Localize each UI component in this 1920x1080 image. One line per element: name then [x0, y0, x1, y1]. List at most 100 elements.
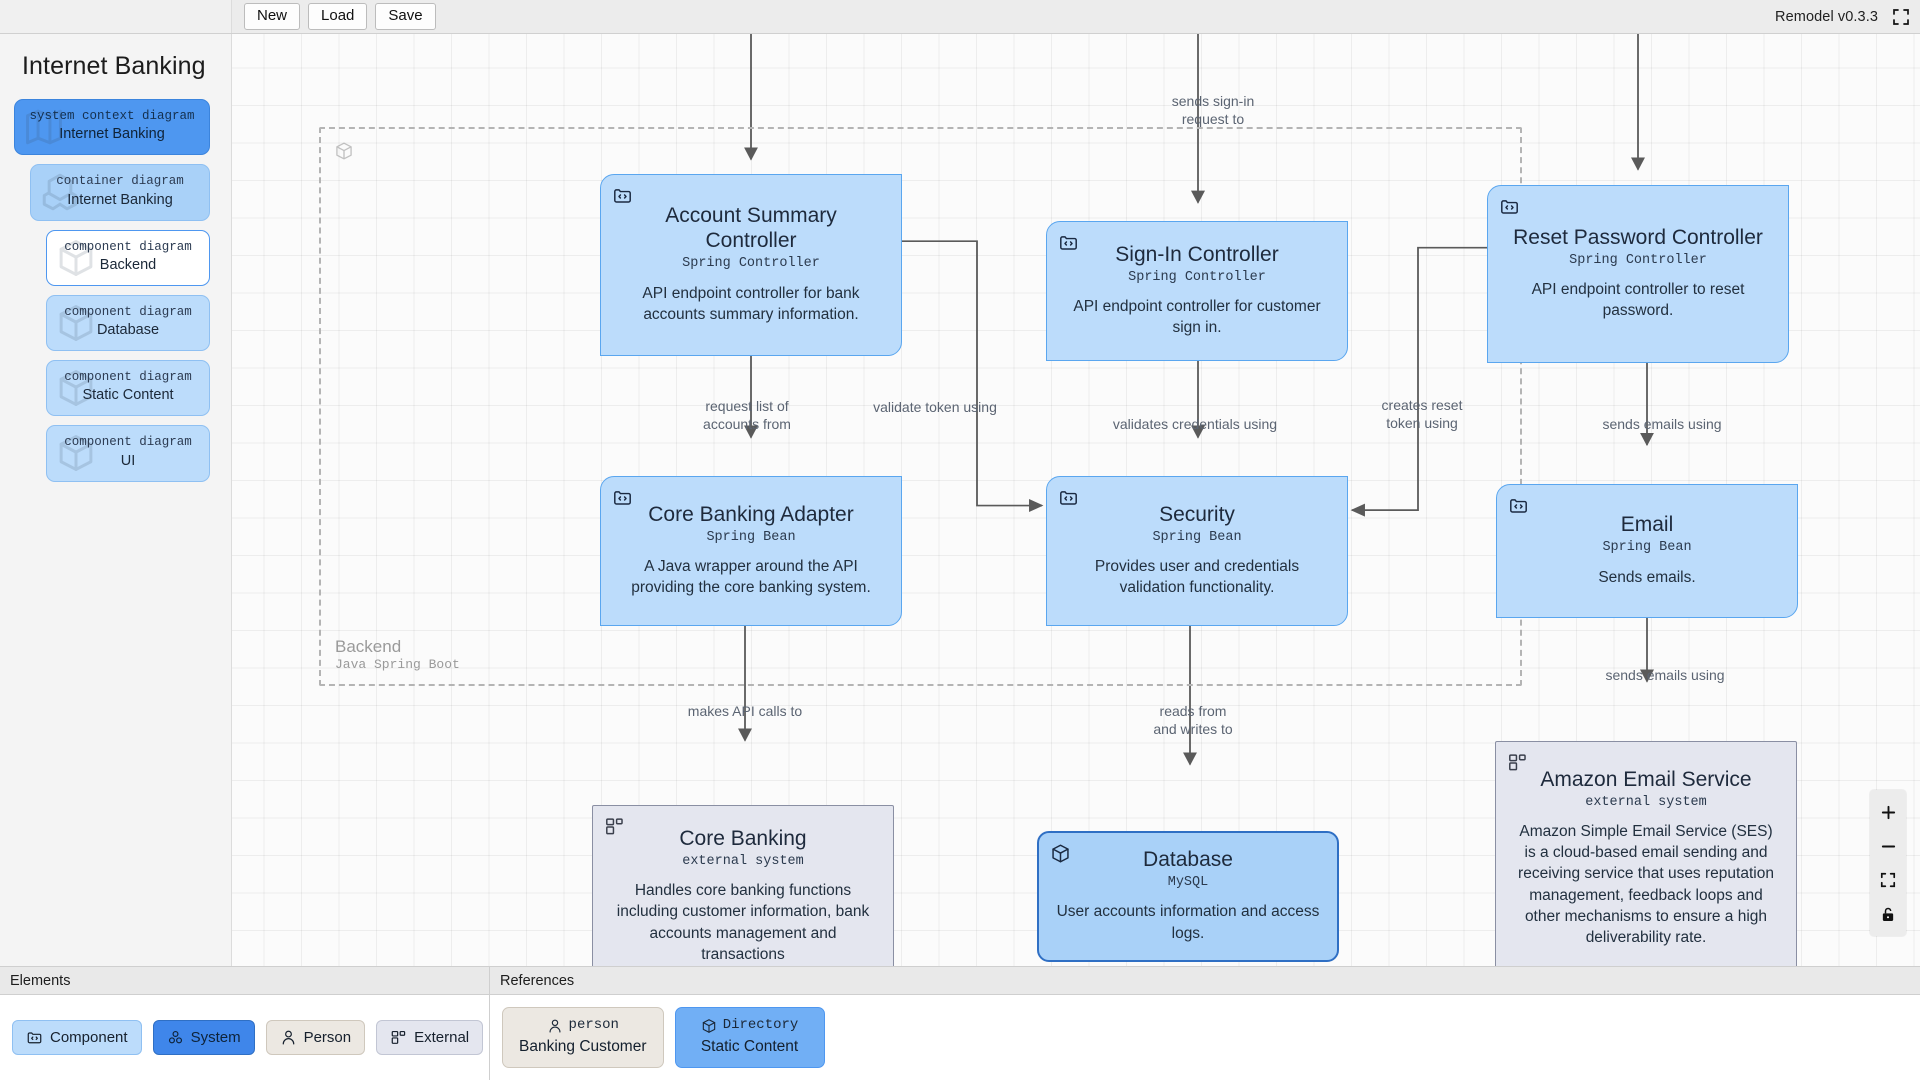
sidebar-item-kind: component diagram — [64, 370, 192, 385]
node-title: Security — [1159, 502, 1235, 526]
reference-chip-kind: person — [568, 1017, 619, 1034]
new-button[interactable]: New — [244, 3, 301, 30]
element-chip-label: External — [414, 1029, 470, 1046]
node-technology: Spring Controller — [1569, 252, 1707, 268]
top-toolbar: New Load Save Remodel v0.3.3 — [0, 0, 1920, 34]
node-description: Sends emails. — [1598, 568, 1696, 586]
sidebar-item-label: Database — [96, 322, 160, 339]
component-icon — [26, 1029, 43, 1046]
reference-chip-name: Banking Customer — [519, 1038, 647, 1056]
sidebar-item-kind: system context diagram — [29, 109, 195, 123]
cube-icon — [701, 1018, 717, 1034]
sidebar-item-kind: container diagram — [56, 174, 184, 189]
zoom-controls — [1870, 790, 1906, 936]
sidebar-item-label: Internet Banking — [59, 126, 165, 143]
element-chip-component[interactable]: Component — [12, 1020, 142, 1055]
node-technology: MySQL — [1167, 875, 1209, 891]
sidebar-item-label: Internet Banking — [67, 191, 173, 208]
element-chip-system[interactable]: System — [152, 1020, 255, 1055]
node-description: User accounts information and access log… — [1056, 903, 1320, 942]
system-icon — [167, 1029, 184, 1046]
node-technology: Spring Bean — [1152, 529, 1242, 545]
load-button[interactable]: Load — [308, 3, 368, 30]
node-description: API endpoint controller for bank account… — [642, 284, 860, 323]
save-button[interactable]: Save — [375, 3, 436, 30]
element-chip-person[interactable]: Person — [265, 1020, 366, 1055]
element-chip-label: Component — [50, 1029, 128, 1046]
zoom-in-button[interactable] — [1871, 796, 1905, 828]
sidebar-item-label: Backend — [99, 256, 157, 273]
node-technology: Spring Bean — [706, 529, 796, 545]
cube-icon — [1050, 843, 1071, 864]
node-title: Reset Password Controller — [1513, 225, 1763, 249]
lock-icon-button[interactable] — [1871, 898, 1905, 930]
app-version-label: Remodel v0.3.3 — [1775, 8, 1878, 25]
node-description: A Java wrapper around the API providing … — [631, 557, 871, 597]
node-description: API endpoint controller for customer sig… — [1073, 297, 1321, 337]
component-icon — [1508, 495, 1529, 516]
node-technology: Spring Bean — [1602, 540, 1692, 556]
component-icon — [1058, 487, 1079, 508]
node-title: Core Banking Adapter — [648, 502, 854, 526]
component-icon — [1499, 196, 1520, 217]
sidebar-item-kind: component diagram — [64, 304, 192, 319]
component-icon — [612, 487, 633, 508]
node-technology: external system — [682, 854, 804, 870]
element-chip-external[interactable]: External — [376, 1020, 484, 1055]
sidebar-title: Internet Banking — [22, 52, 206, 80]
node-title: Email — [1620, 513, 1674, 537]
component-icon — [1058, 232, 1079, 253]
fullscreen-icon[interactable] — [1892, 8, 1910, 26]
person-icon — [547, 1018, 563, 1034]
node-technology: Spring Controller — [682, 256, 820, 272]
node-description: Provides user and credentials validation… — [1094, 557, 1300, 597]
toolbar-buttons: New Load Save — [244, 3, 436, 30]
person-icon — [280, 1029, 297, 1046]
external-icon — [604, 816, 625, 837]
sidebar-item-kind: component diagram — [64, 239, 192, 254]
toolbar-right: Remodel v0.3.3 — [1775, 8, 1910, 26]
element-chip-label: System — [190, 1029, 241, 1046]
sidebar-item-label: Static Content — [82, 387, 174, 404]
external-icon — [1507, 752, 1528, 773]
toolbar-sidebar-spacer — [0, 0, 232, 33]
sidebar-item-label: UI — [120, 452, 136, 469]
node-description: Amazon Simple Email Service (SES) is a c… — [1518, 823, 1774, 947]
element-chip-label: Person — [303, 1029, 352, 1046]
node-technology: external system — [1585, 794, 1707, 810]
node-description: Handles core banking functions including… — [616, 882, 870, 963]
zoom-out-button[interactable] — [1871, 830, 1905, 862]
zoom-fit-button[interactable] — [1871, 864, 1905, 896]
node-title: Sign-In Controller — [1115, 242, 1279, 266]
references-panel-header: References — [490, 967, 1920, 995]
node-title: Database — [1143, 848, 1233, 872]
diagram-canvas[interactable]: Backend Java Spring Boot Account Summary… — [232, 34, 1920, 966]
component-icon — [612, 185, 633, 206]
elements-panel-body: Component System Person External — [0, 995, 489, 1080]
node-title: Core Banking — [679, 826, 807, 850]
node-description: API endpoint controller to reset passwor… — [1531, 280, 1745, 320]
